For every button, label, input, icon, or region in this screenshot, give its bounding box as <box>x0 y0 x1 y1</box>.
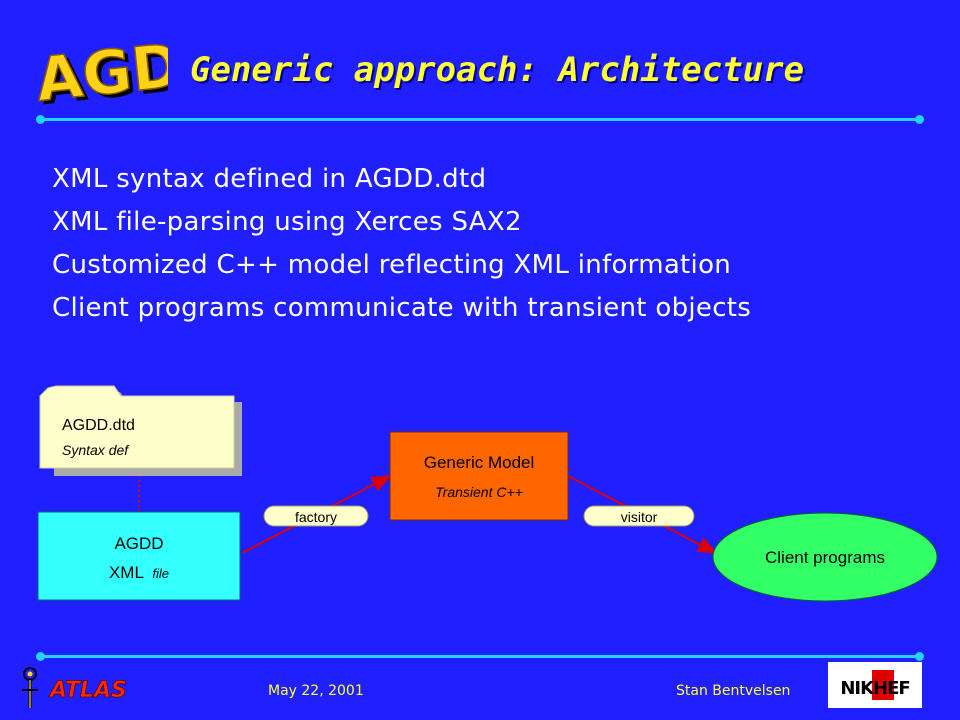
footer-date: May 22, 2001 <box>268 683 364 699</box>
bottom-rule <box>40 655 920 658</box>
dtd-box: AGDD.dtd Syntax def <box>39 385 242 476</box>
bullet-list: XML syntax defined in AGDD.dtd XML file-… <box>52 158 912 330</box>
dtd-box-title: AGDD.dtd <box>62 417 135 434</box>
xml-box-line2-small: file <box>152 566 169 581</box>
bullet-item: XML file-parsing using Xerces SAX2 <box>52 207 522 237</box>
bullet-item: XML syntax defined in AGDD.dtd <box>52 164 487 194</box>
top-rule-left-dot <box>36 115 45 124</box>
generic-model-box: Generic Model Transient C++ <box>389 431 569 521</box>
atlas-logo: ATLAS <box>22 667 127 708</box>
top-rule <box>40 118 920 121</box>
page-title: Generic approach: Architecture <box>190 50 805 90</box>
bottom-rule-left-dot <box>36 652 45 661</box>
factory-label: factory <box>295 509 337 525</box>
xml-box-line1: AGDD <box>114 534 163 553</box>
nikhef-logo-text: NIKHEF <box>840 678 909 699</box>
xml-box-line2-main: XML <box>109 563 144 582</box>
visitor-label: visitor <box>621 509 658 525</box>
model-box-subtitle: Transient C++ <box>435 484 523 500</box>
atlas-figure-icon <box>22 667 38 708</box>
agdd-logo: AGDD AGDD <box>36 25 168 114</box>
xml-file-box: AGDD XML file <box>37 511 241 601</box>
atlas-logo-text: ATLAS <box>48 678 127 703</box>
factory-pill: factory <box>263 505 369 527</box>
bullet-item: Customized C++ model reflecting XML info… <box>52 250 732 280</box>
visitor-pill: visitor <box>583 505 695 527</box>
nikhef-logo: NIKHEF <box>828 662 922 708</box>
dtd-box-subtitle: Syntax def <box>62 442 130 458</box>
client-programs-ellipse: Client programs <box>712 512 938 602</box>
model-box-title: Generic Model <box>424 453 535 472</box>
client-programs-label: Client programs <box>765 548 885 567</box>
bottom-rule-right-dot <box>915 652 924 661</box>
svg-text:XML file: XML file <box>109 563 169 582</box>
top-rule-right-dot <box>915 115 924 124</box>
footer-author: Stan Bentvelsen <box>676 683 791 699</box>
bullet-item: Client programs communicate with transie… <box>52 293 752 323</box>
